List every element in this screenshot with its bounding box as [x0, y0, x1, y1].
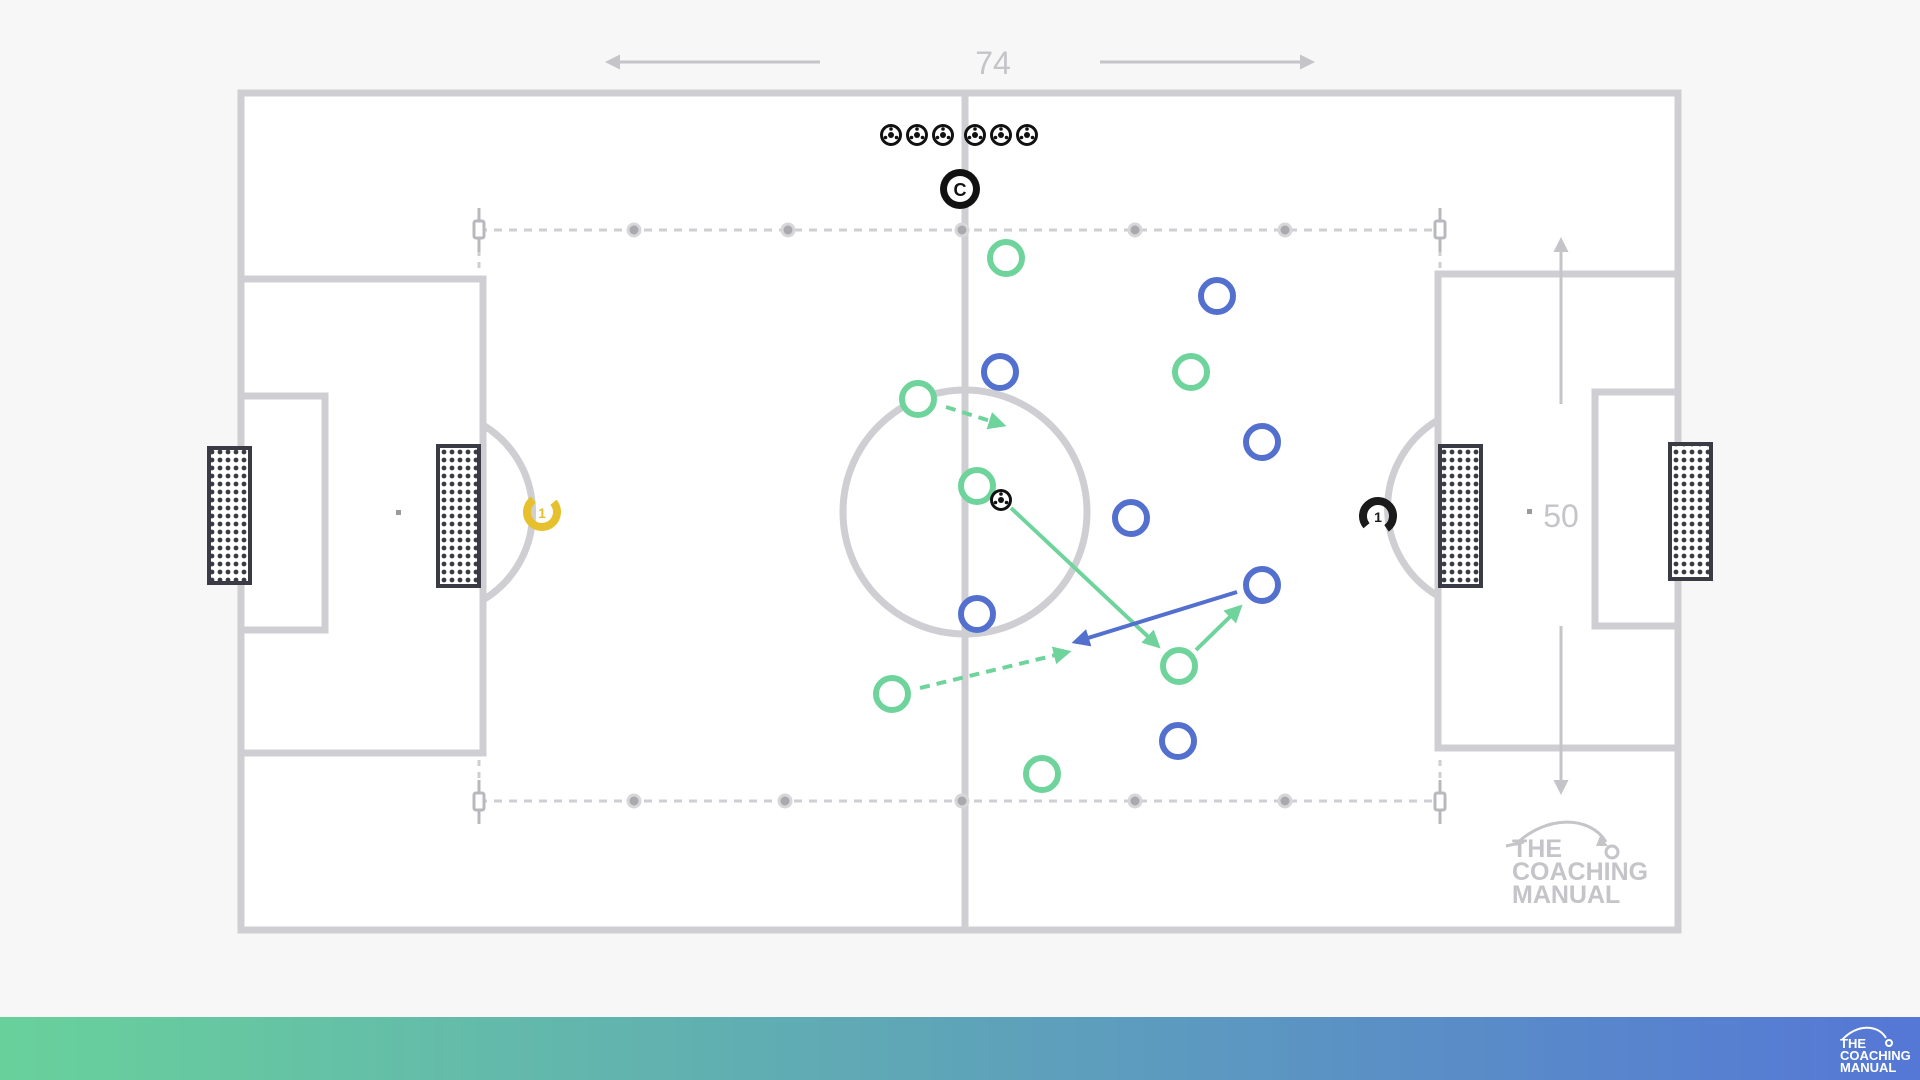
movement-arrows: [919, 405, 1243, 690]
pole: [472, 208, 486, 252]
blue-player: [1198, 277, 1236, 315]
ball-icon: [932, 124, 954, 146]
goalkeeper-left-number: 1: [538, 505, 546, 521]
length-dimension: 74: [605, 45, 1315, 81]
goalkeeper-right-number: 1: [1374, 509, 1382, 525]
watermark-logo: THE COACHING MANUAL: [1505, 820, 1648, 909]
goal-left-outer: [207, 446, 252, 585]
left-penalty-spot: [396, 510, 401, 515]
centre-circle: [839, 386, 1091, 638]
cone: [1277, 222, 1293, 238]
coach: C: [940, 169, 980, 209]
logo-line-1: THE: [1512, 835, 1562, 863]
cone: [1277, 793, 1293, 809]
ball-icon: [906, 124, 928, 146]
footer-bar: [0, 1017, 1920, 1080]
width-dimension: 50: [1543, 237, 1579, 795]
green-pass-arrow: [1194, 604, 1243, 652]
cone: [626, 793, 642, 809]
green-player: [1160, 647, 1198, 685]
blue-team: [958, 277, 1281, 760]
green-player: [873, 675, 911, 713]
logo-swoosh-icon: [1513, 820, 1608, 847]
blue-player: [1112, 499, 1150, 537]
cone: [954, 793, 970, 809]
footer-logo-swoosh-icon: [1841, 1026, 1887, 1041]
pitch-width-label: 50: [1543, 498, 1579, 534]
goal-right-inner: [1438, 444, 1483, 588]
logo-line-2: COACHING: [1512, 858, 1648, 886]
goalkeeper-right: 1: [1359, 497, 1397, 535]
blue-player: [958, 595, 996, 633]
ball-icon: [964, 124, 986, 146]
ball-in-play-icon: [990, 489, 1012, 511]
goals: [207, 442, 1713, 588]
goalkeeper-left: 1: [523, 493, 561, 531]
blue-player: [1159, 722, 1197, 760]
green-run-arrow: [945, 405, 1007, 430]
green-player: [958, 467, 996, 505]
green-player: [1023, 755, 1061, 793]
footer-logo: THE COACHING MANUAL: [1840, 1026, 1911, 1075]
left-penalty-arc: [481, 421, 536, 604]
cone: [1127, 793, 1143, 809]
cone: [626, 222, 642, 238]
blue-pass-arrow: [1071, 590, 1238, 647]
pole: [1433, 208, 1447, 252]
green-run-arrow: [919, 646, 1072, 690]
coach-label: C: [954, 180, 967, 200]
cone: [954, 222, 970, 238]
ball-icon: [880, 124, 902, 146]
green-player: [899, 380, 937, 418]
blue-player: [981, 353, 1019, 391]
goal-left-inner: [436, 444, 481, 588]
footer-logo-line-3: MANUAL: [1840, 1060, 1896, 1075]
green-player: [1172, 353, 1210, 391]
ball-icon: [1016, 124, 1038, 146]
green-player: [987, 239, 1025, 277]
pole: [1433, 780, 1447, 824]
goal-right-outer: [1668, 442, 1713, 581]
cone: [780, 222, 796, 238]
playing-area-boundary: [472, 208, 1447, 824]
logo-line-3: MANUAL: [1512, 881, 1620, 909]
ball-icon: [990, 124, 1012, 146]
pitch-length-label: 74: [975, 45, 1011, 81]
cone: [777, 793, 793, 809]
footer-logo-line-2: COACHING: [1840, 1048, 1911, 1063]
pole: [472, 780, 486, 824]
footer-logo-line-1: THE: [1840, 1036, 1866, 1051]
blue-player: [1243, 423, 1281, 461]
blue-player: [1243, 566, 1281, 604]
right-penalty-spot: [1527, 509, 1532, 514]
green-team: [873, 239, 1210, 793]
cone: [1127, 222, 1143, 238]
